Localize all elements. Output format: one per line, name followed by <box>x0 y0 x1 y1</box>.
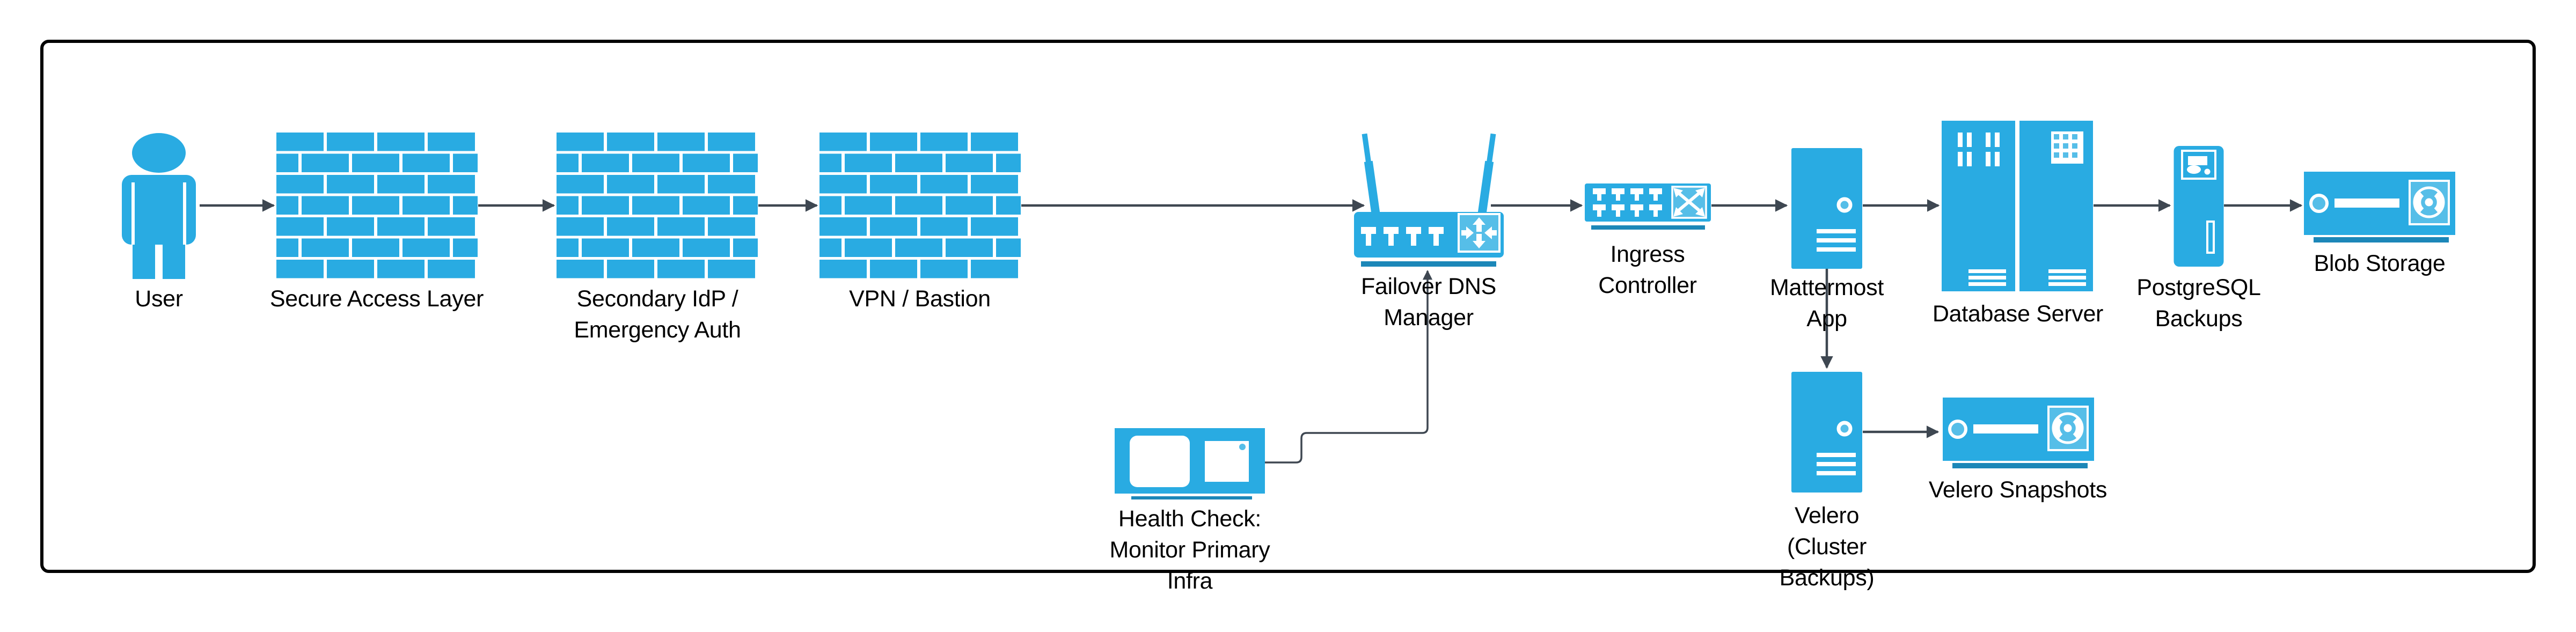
node-vpn-bastion <box>819 133 1021 278</box>
node-ingress-controller <box>1583 182 1712 232</box>
node-blob-storage <box>2304 172 2456 243</box>
node-secure-access-layer <box>276 133 478 278</box>
firewall-icon <box>276 133 478 278</box>
node-label: Database Server <box>1932 301 2104 327</box>
node-label: PostgreSQL <box>2136 275 2261 300</box>
node-label: Velero <box>1794 503 1860 528</box>
storage-icon <box>2304 172 2455 242</box>
node-label: VPN / Bastion <box>849 286 991 312</box>
tower-server-icon <box>1791 148 1862 269</box>
node-label: Backups) <box>1779 565 1875 591</box>
node-label: App <box>1806 306 1847 332</box>
node-velero-snapshots <box>1943 398 2095 469</box>
storage-icon <box>1943 398 2094 468</box>
node-velero <box>1791 372 1862 493</box>
node-secondary-idp <box>557 133 758 278</box>
node-label: Manager <box>1384 305 1474 330</box>
edge-health-check-failover-dns <box>1265 270 1433 464</box>
wireless-router-icon <box>1354 133 1504 267</box>
node-label: Secure Access Layer <box>269 286 484 312</box>
tower-server-icon <box>1791 372 1862 493</box>
node-database-server <box>1942 121 2094 291</box>
diagram-border <box>40 40 2536 573</box>
firewall-icon <box>557 133 758 278</box>
node-label: Secondary IdP / <box>576 286 738 312</box>
node-label: (Cluster <box>1787 534 1867 560</box>
node-label: User <box>135 286 183 312</box>
node-label: Ingress <box>1610 241 1685 267</box>
firewall-icon <box>819 133 1021 278</box>
person-icon <box>122 133 196 279</box>
monitor-icon <box>1115 428 1265 499</box>
switch-icon <box>1585 183 1711 230</box>
server-rack-icon <box>1942 121 2093 291</box>
node-label: Health Check: <box>1118 506 1262 532</box>
node-label: Velero Snapshots <box>1928 477 2107 503</box>
node-mattermost-app <box>1791 148 1862 269</box>
node-label: Monitor Primary <box>1109 537 1270 563</box>
node-label: Mattermost <box>1769 275 1884 300</box>
tower-pc-icon <box>2174 146 2224 267</box>
node-failover-dns-manager <box>1352 131 1508 268</box>
node-label: Controller <box>1598 273 1697 298</box>
node-user <box>121 133 199 280</box>
node-label: Backups <box>2155 306 2243 332</box>
node-label: Blob Storage <box>2314 251 2446 276</box>
node-postgresql-backups <box>2174 145 2224 267</box>
node-label: Infra <box>1167 568 1213 594</box>
node-health-check <box>1115 428 1265 500</box>
node-label: Emergency Auth <box>574 317 741 343</box>
